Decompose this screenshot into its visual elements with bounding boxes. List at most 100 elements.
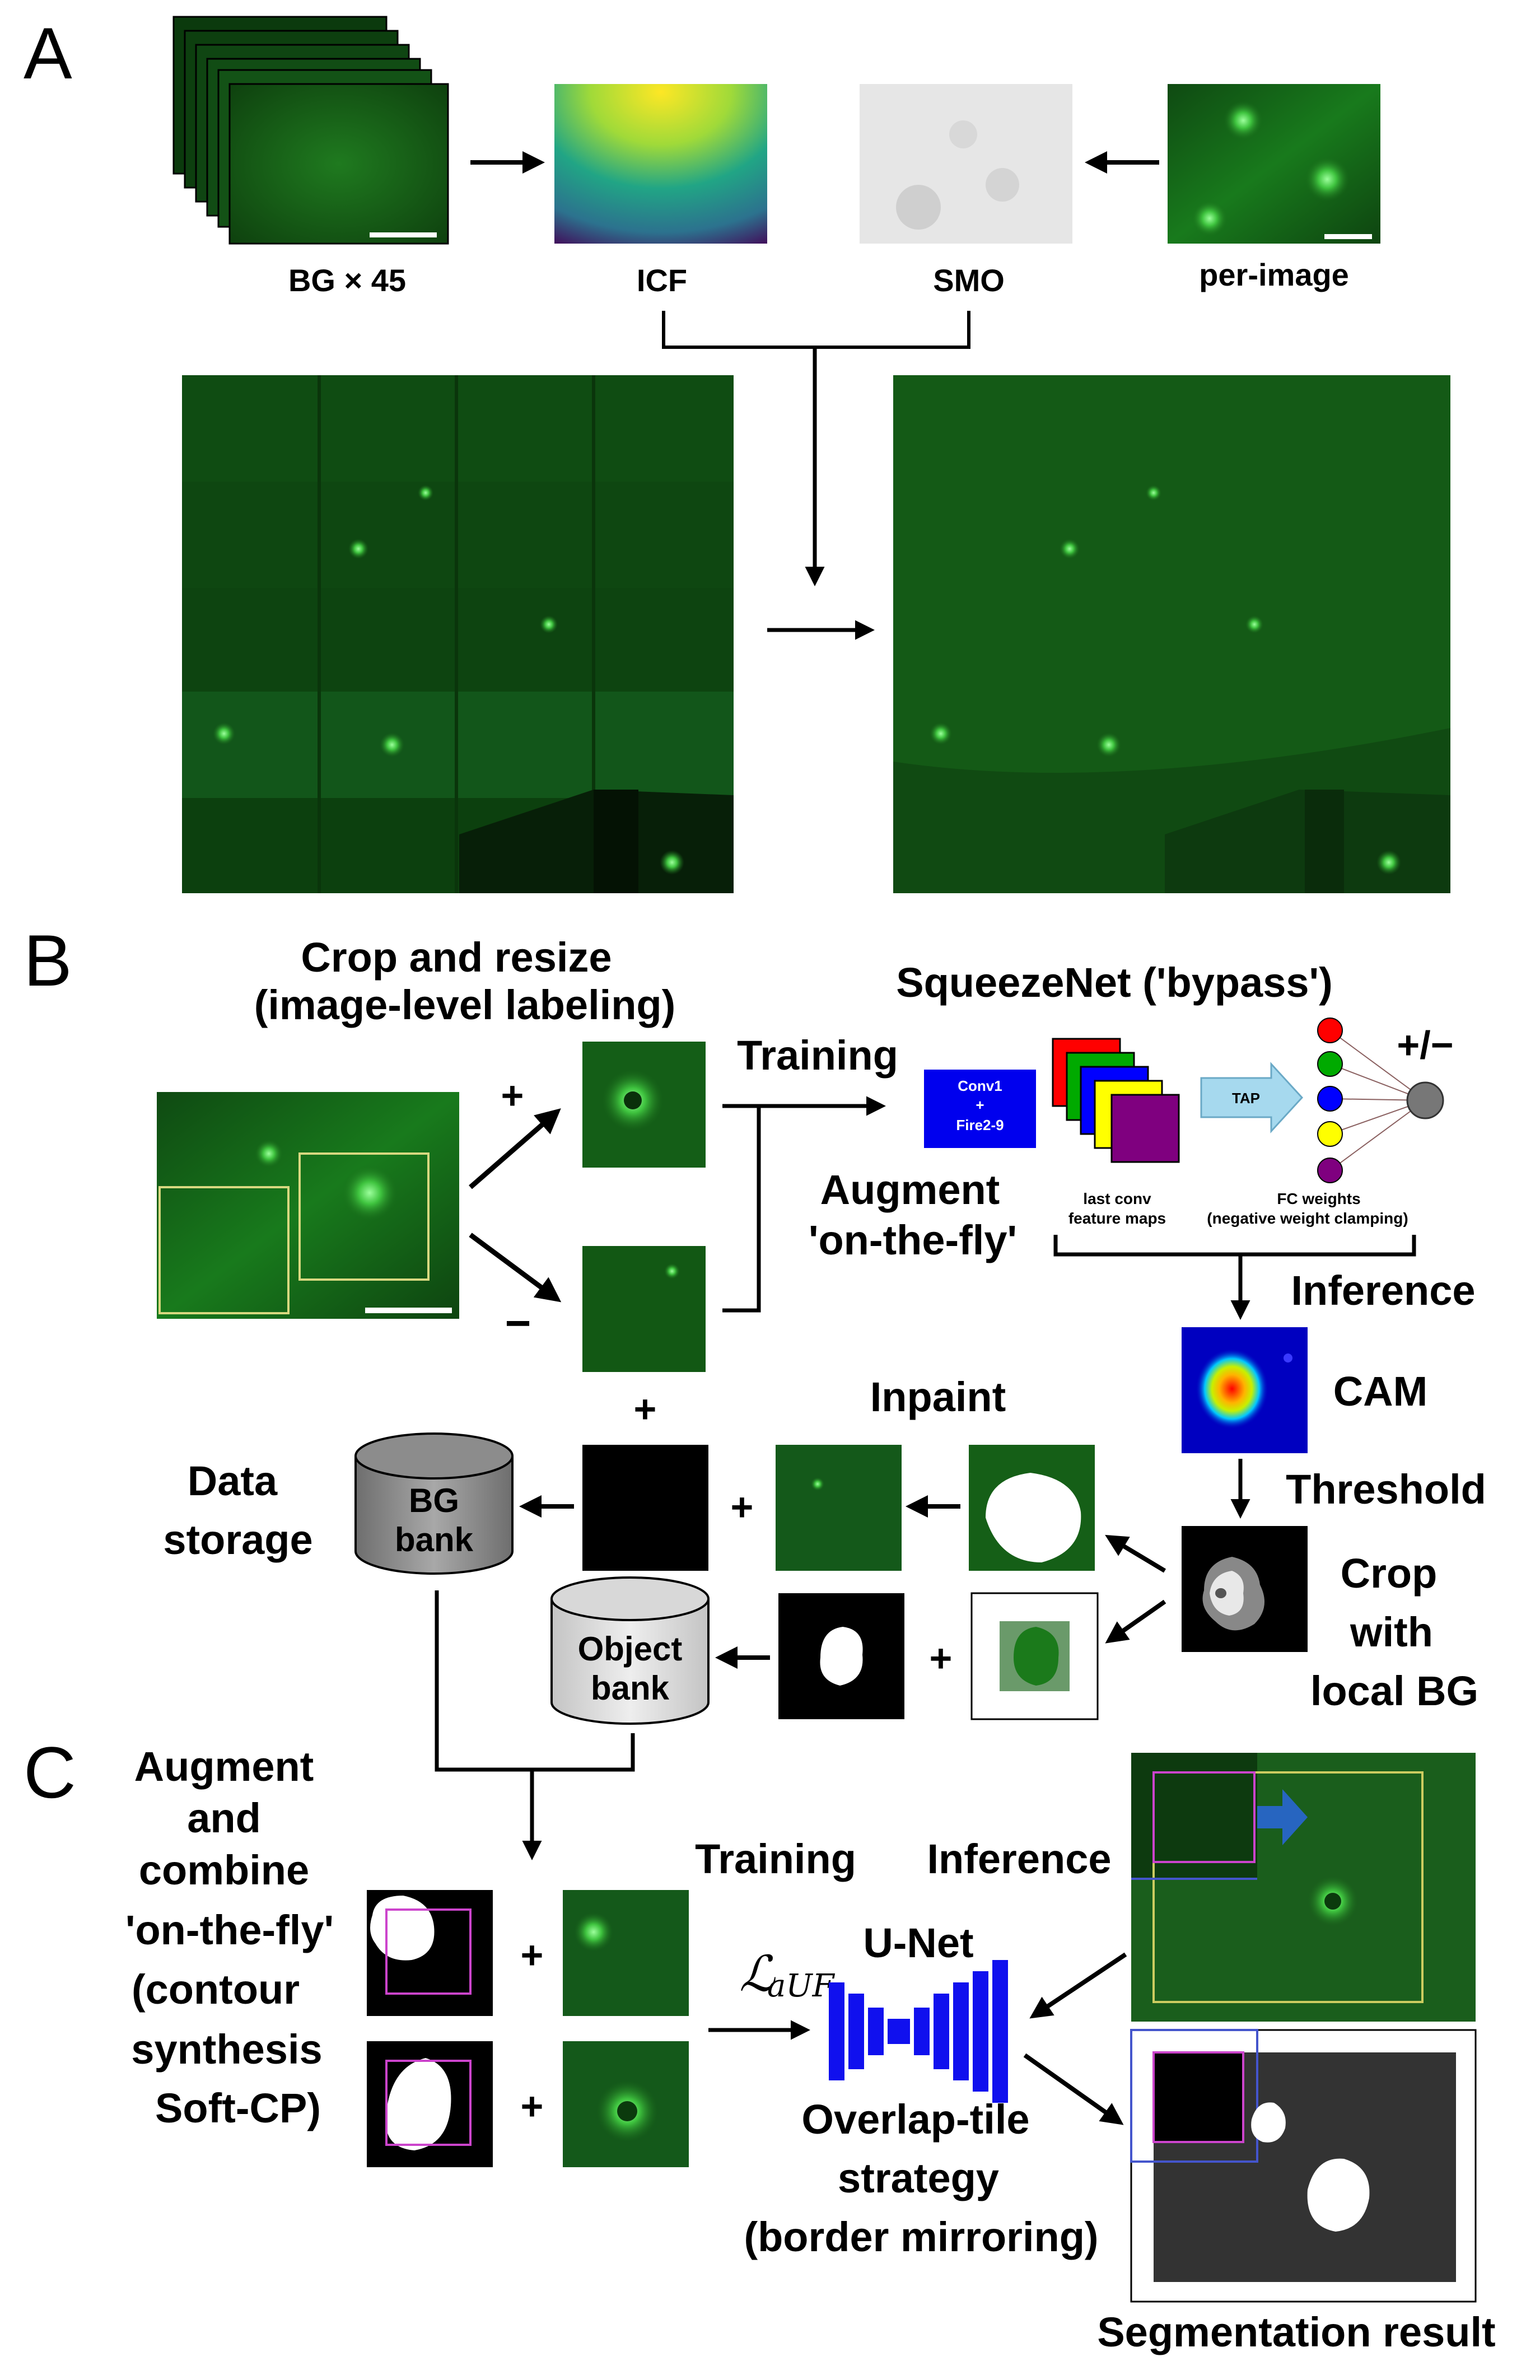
positive-sign: + (501, 1074, 524, 1117)
panel-label-c: C (24, 1732, 76, 1813)
overlap-tile-text: Overlap-tile strategy (border mirroring) (744, 2096, 1098, 2260)
per-image-label: per-image (1199, 257, 1349, 292)
plus-top-mask: + (634, 1387, 657, 1431)
bracket-crops-to-training (722, 1104, 761, 1313)
cam-image (1182, 1327, 1308, 1453)
plus-c2: + (521, 2084, 544, 2128)
svg-text:Augment: Augment (134, 1743, 314, 1790)
source-image-crops (157, 1092, 459, 1319)
arrow-to-negative (469, 1233, 562, 1303)
svg-text:(contour: (contour (132, 1966, 300, 2013)
svg-text:and: and (187, 1795, 261, 1841)
training-label-b: Training (737, 1032, 898, 1079)
plus-c1: + (521, 1933, 544, 1977)
arrow-threshold-to-object (1105, 1599, 1166, 1644)
fc-weights-label-1: FC weights (1277, 1190, 1360, 1207)
icf-image (554, 84, 767, 244)
negative-crop (582, 1246, 706, 1372)
svg-text:(border mirroring): (border mirroring) (744, 2214, 1098, 2260)
squeezenet-title: SqueezeNet ('bypass') (896, 959, 1333, 1006)
tap-label: TAP (1232, 1090, 1260, 1107)
last-conv-label-1: last conv (1083, 1190, 1151, 1207)
object-crop-image (970, 1592, 1099, 1720)
unet-label: U-Net (863, 1920, 973, 1966)
augment-label-2: 'on-the-fly' (809, 1217, 1017, 1263)
svg-text:combine: combine (139, 1847, 309, 1893)
unet-icon (829, 1960, 1008, 2103)
bracket-net-to-inference (1053, 1235, 1416, 1257)
conv-label-2: + (976, 1096, 984, 1113)
data-storage-label-1: Data (188, 1458, 278, 1504)
conv-label-1: Conv1 (958, 1077, 1002, 1094)
feature-maps-stack (1052, 1038, 1180, 1163)
bg-bank-label-1: BG (409, 1482, 459, 1519)
object-mask-image (778, 1593, 904, 1719)
inference-input-image (1131, 1753, 1476, 2022)
segmentation-result-label: Segmentation result (1097, 2309, 1495, 2355)
panel-label-b: B (24, 920, 72, 1001)
loss-subscript: aUF (767, 1968, 836, 2004)
icf-label: ICF (637, 263, 687, 298)
data-storage-label-2: storage (163, 1516, 312, 1563)
threshold-label: Threshold (1286, 1466, 1486, 1513)
svg-text:synthesis: synthesis (131, 2026, 322, 2073)
plus-minus-output: +/− (1397, 1023, 1453, 1067)
crop-bg-label-1: Crop (1341, 1550, 1438, 1597)
object-bank-label-1: Object (578, 1630, 683, 1668)
last-conv-label-2: feature maps (1068, 1210, 1166, 1227)
inference-label-c: Inference (927, 1836, 1111, 1882)
bg-bank-label-2: bank (395, 1521, 474, 1558)
negative-sign: − (505, 1298, 531, 1348)
crop-resize-title-1: Crop and resize (301, 934, 612, 981)
svg-text:Soft-CP): Soft-CP) (155, 2085, 321, 2131)
augment-combine-text: Augment and combine 'on-the-fly' (contou… (125, 1743, 334, 2131)
object-bank-cylinder-icon (550, 1576, 710, 1725)
loss-symbol: ℒ (739, 1945, 776, 2003)
threshold-mask-image (1182, 1526, 1308, 1652)
crop-bg-label-3: local BG (1310, 1668, 1478, 1714)
smo-image (860, 84, 1072, 244)
training-label-c: Training (695, 1836, 856, 1882)
arrow-unet-to-result (1023, 2053, 1124, 2125)
database-cylinder-icon (354, 1432, 514, 1575)
inpaint-label: Inpaint (870, 1374, 1006, 1420)
stitched-mosaic-corrected (893, 375, 1450, 893)
plus-object: + (930, 1636, 953, 1680)
arrow-threshold-to-inpaint (1105, 1534, 1166, 1573)
synth-bg-2 (563, 2041, 689, 2167)
svg-text:'on-the-fly': 'on-the-fly' (125, 1907, 334, 1953)
arrow-input-to-unet (1029, 1952, 1127, 2019)
inference-label-b: Inference (1291, 1267, 1475, 1314)
fc-weights-label-2: (negative weight clamping) (1207, 1210, 1408, 1227)
plus-inpaint: + (731, 1485, 754, 1529)
smo-label: SMO (933, 263, 1005, 298)
mask-over-bg-image (969, 1445, 1095, 1571)
segmentation-result-image (1130, 2029, 1477, 2303)
crop-bg-label-2: with (1350, 1609, 1433, 1655)
arrow-to-positive (469, 1108, 561, 1189)
svg-text:strategy: strategy (838, 2155, 999, 2201)
fc-layer-icon (1317, 1018, 1444, 1183)
bg-label: BG × 45 (288, 263, 406, 298)
conv-fire-block (924, 1070, 1036, 1148)
inpainted-bg-image (776, 1445, 902, 1571)
augment-label-1: Augment (820, 1166, 1000, 1213)
empty-mask-image (582, 1445, 708, 1571)
crop-resize-title-2: (image-level labeling) (254, 982, 676, 1028)
synth-mask-2 (367, 2041, 493, 2167)
synth-bg-1 (563, 1890, 689, 2016)
positive-crop (582, 1042, 706, 1168)
bg-image-stack (172, 16, 449, 245)
stitched-mosaic-uncorrected (182, 375, 734, 893)
bracket-icf-smo (662, 311, 970, 349)
connector-banks-to-augment (435, 1590, 635, 1772)
object-bank-label-2: bank (591, 1669, 670, 1707)
conv-label-3: Fire2-9 (956, 1117, 1004, 1133)
per-image-image (1168, 84, 1380, 244)
tap-arrow (1200, 1062, 1304, 1133)
panel-label-a: A (24, 12, 72, 94)
synth-mask-1 (367, 1890, 493, 2016)
cam-label: CAM (1333, 1368, 1428, 1415)
svg-text:Overlap-tile: Overlap-tile (801, 2096, 1029, 2143)
